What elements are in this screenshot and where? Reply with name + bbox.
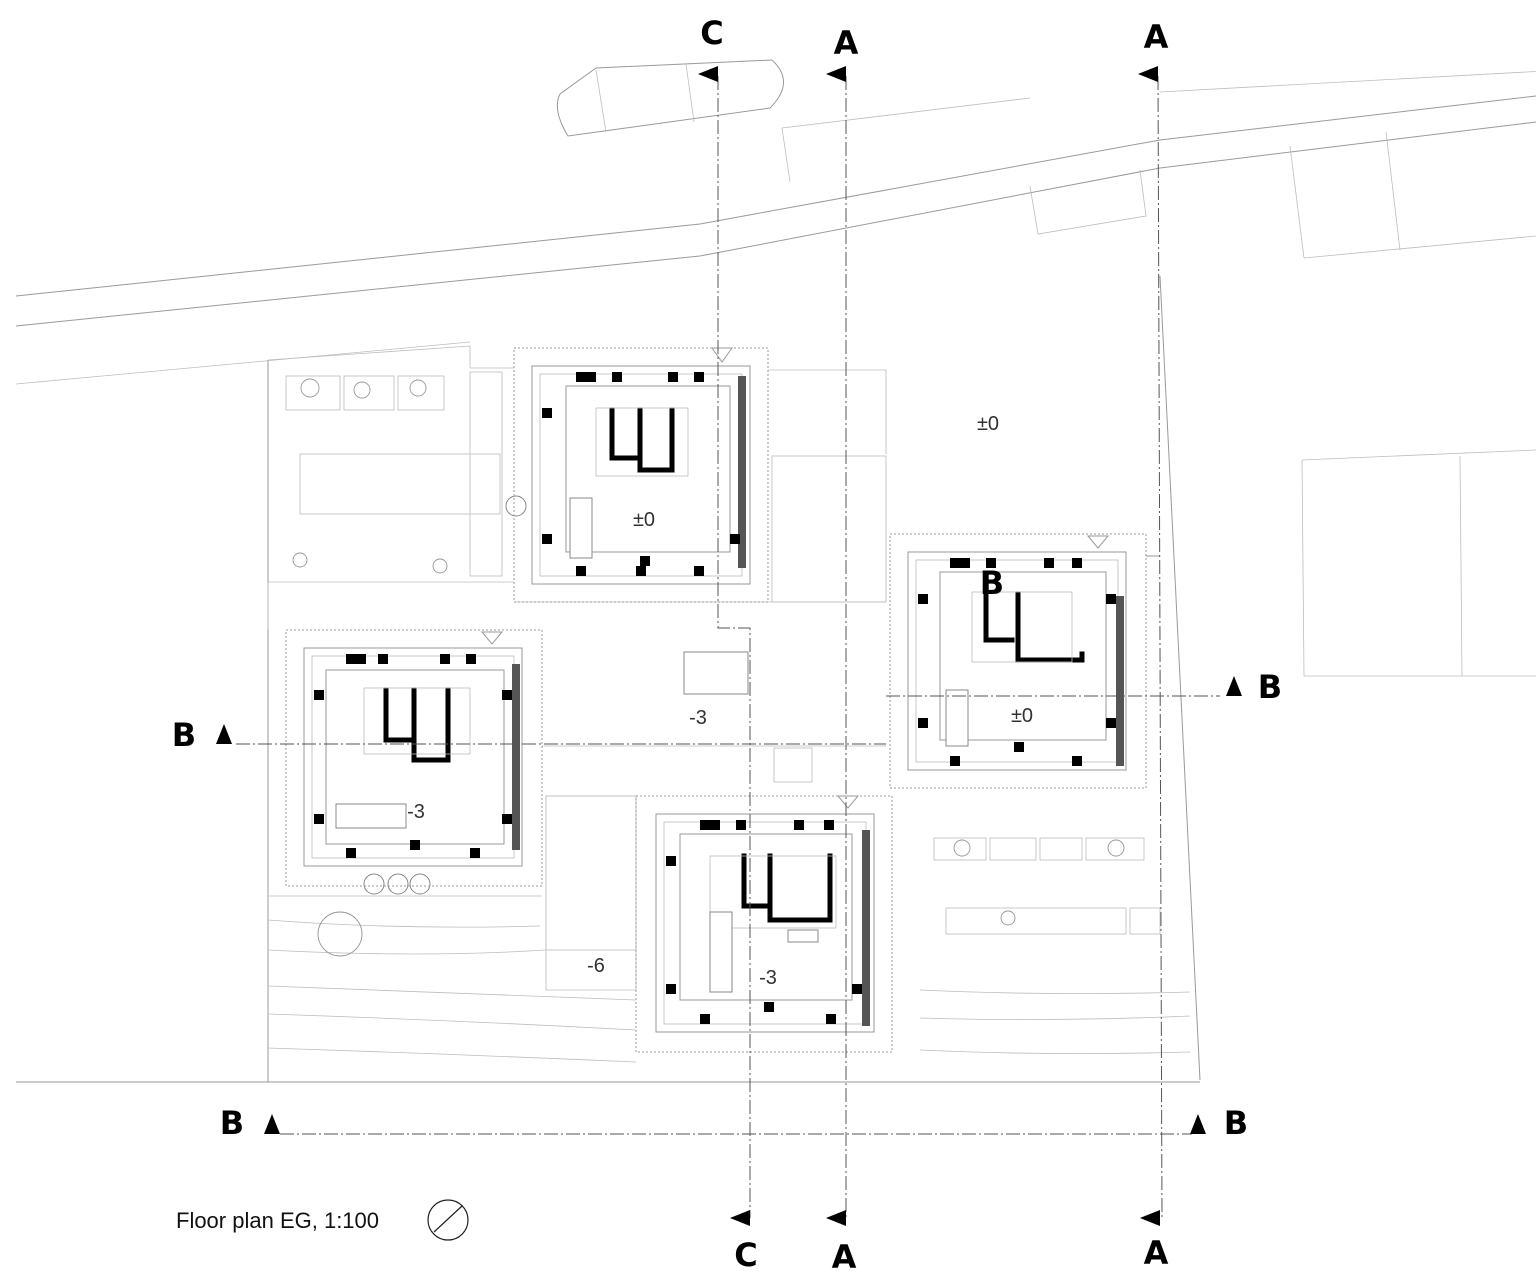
level-outdoor-top-right: ±0 <box>977 413 999 435</box>
section-b-upper-left: B <box>172 716 196 754</box>
stair-garden <box>469 371 503 577</box>
courtyard-grate <box>773 747 813 783</box>
house-left <box>285 629 543 887</box>
section-a-top-left: A <box>834 24 859 62</box>
stair-left <box>545 795 637 951</box>
courtyard-bench <box>683 651 749 695</box>
section-b-upper-right: B <box>1258 668 1282 706</box>
house-top <box>513 347 769 603</box>
section-lines <box>236 75 1220 1219</box>
section-a-top-right: A <box>1144 18 1169 56</box>
site-context <box>15 59 1536 1083</box>
section-a-bottom-left: A <box>832 1238 857 1276</box>
section-b-lower-right: B <box>1224 1104 1248 1142</box>
section-b-lower-left: B <box>220 1104 244 1142</box>
section-letters: C A A C A A B B B B B <box>172 14 1282 1276</box>
level-lower-terrace: -6 <box>587 955 605 977</box>
north-arrow-icon <box>427 1199 469 1241</box>
caption-text: Floor plan EG, 1:100 <box>176 1208 379 1233</box>
section-arrows <box>216 66 1242 1226</box>
section-a-bottom-right: A <box>1144 1234 1169 1272</box>
courtyard-terraces <box>267 369 1191 1063</box>
section-c-top: C <box>700 14 723 52</box>
section-c-bottom: C <box>734 1236 757 1274</box>
terrain-contours <box>267 919 1191 1063</box>
garden-beds-bottom-right <box>933 837 1161 935</box>
stair-top <box>771 455 887 603</box>
level-top-house: ±0 <box>633 509 655 531</box>
house-bottom <box>635 795 893 1053</box>
trees <box>292 378 1125 957</box>
level-right-house: ±0 <box>1011 705 1033 727</box>
section-b-inner: B <box>980 564 1004 602</box>
level-courtyard: -3 <box>689 707 707 729</box>
garden-beds-top-left <box>285 375 501 515</box>
level-bottom-house: -3 <box>759 967 777 989</box>
level-labels: ±0 ±0 ±0 -3 -3 -3 -6 <box>407 413 1033 989</box>
plan-caption: Floor plan EG, 1:100 <box>176 1199 469 1241</box>
level-left-house: -3 <box>407 801 425 823</box>
house-right <box>889 533 1147 789</box>
